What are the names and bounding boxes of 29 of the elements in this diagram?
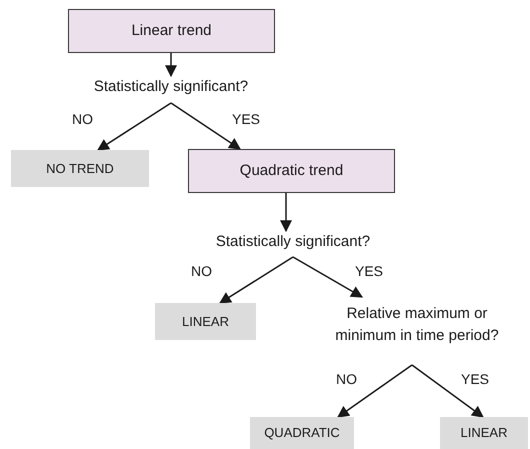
result-box [155, 303, 256, 340]
edge-label: YES [232, 111, 260, 127]
question-text: Statistically significant? [94, 77, 248, 97]
arrow [292, 256, 364, 298]
result-box [11, 150, 149, 187]
result-box [440, 417, 528, 449]
edge-label: YES [461, 371, 490, 387]
edge-label: YES [355, 263, 384, 279]
arrow [337, 364, 412, 418]
arrow [218, 256, 294, 304]
box-label: Quadratic trend [240, 162, 344, 180]
edge-label: NO [72, 111, 93, 127]
question-text: Statistically significant? [216, 232, 370, 252]
box-label: LINEAR [182, 312, 229, 330]
result-box [250, 417, 354, 449]
arrow [165, 53, 177, 78]
process-box [188, 149, 395, 193]
box-label: Linear trend [131, 22, 212, 40]
box-label: NO TREND [46, 160, 114, 178]
edge-label: NO [336, 371, 357, 387]
arrow [412, 364, 484, 418]
arrow [97, 102, 172, 151]
arrow [280, 193, 292, 232]
question-text: Relative maximum or minimum in time period? [334, 304, 500, 346]
box-label: QUADRATIC [264, 424, 340, 442]
box-label: LINEAR [460, 424, 508, 442]
edge-label: NO [191, 263, 212, 279]
arrow [170, 102, 241, 150]
process-box [68, 9, 275, 53]
